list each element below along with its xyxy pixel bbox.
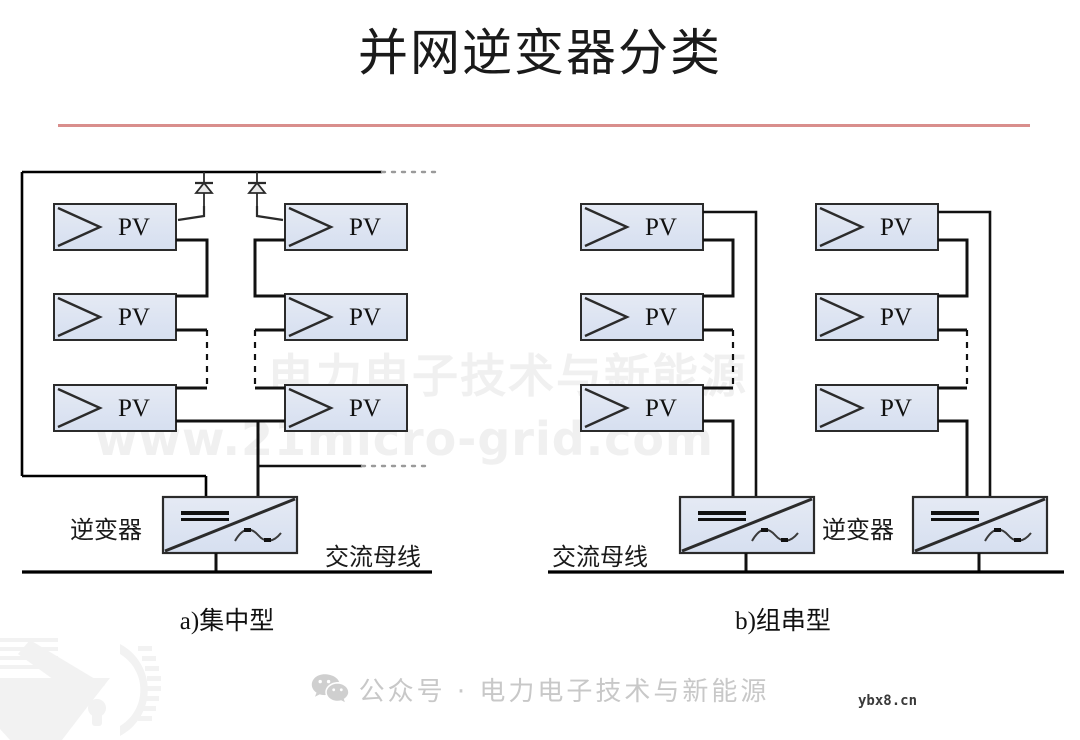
inverter-label: 逆变器 xyxy=(822,517,894,544)
diagram-caption: a)集中型 xyxy=(180,607,274,635)
inverter-symbol[interactable] xyxy=(678,495,816,555)
pv-module[interactable]: PV xyxy=(52,202,178,252)
pv-module[interactable]: PV xyxy=(283,383,409,433)
title-divider xyxy=(58,124,1030,127)
ac-bus-label: 交流母线 xyxy=(325,544,421,571)
diode-2-lead xyxy=(255,206,284,222)
pv-module[interactable]: PV xyxy=(579,202,705,252)
pv-label: PV xyxy=(349,214,381,241)
pv-label: PV xyxy=(349,395,381,422)
pv-label: PV xyxy=(880,395,912,422)
pv-label: PV xyxy=(645,395,677,422)
footer-label: 公众号 · 电力电子技术与新能源 xyxy=(358,676,770,707)
string1-outer-riser xyxy=(703,210,758,497)
pv-module[interactable]: PV xyxy=(579,292,705,342)
string1-series-link-1-2 xyxy=(703,238,735,298)
pv-label: PV xyxy=(118,214,150,241)
pv-label: PV xyxy=(645,304,677,331)
pv-module[interactable]: PV xyxy=(579,383,705,433)
corner-watermark-graphic xyxy=(0,638,161,740)
blocking-diode-2 xyxy=(246,170,268,208)
string2-inverter-feed xyxy=(938,419,969,497)
blocking-diode-1 xyxy=(193,170,215,208)
series-link-right-1-2 xyxy=(253,238,285,298)
pv-label: PV xyxy=(118,304,150,331)
wechat-icon xyxy=(311,674,348,703)
page-title: 并网逆变器分类 xyxy=(358,25,722,81)
pv-module[interactable]: PV xyxy=(814,383,940,433)
inverter-label: 逆变器 xyxy=(70,517,142,544)
pv-label: PV xyxy=(880,214,912,241)
tiny-watermark: ybx8.cn xyxy=(858,693,918,709)
diagram-centralized: PV PV PV PV PV PV xyxy=(20,170,444,635)
diagram-string: PV PV PV xyxy=(548,202,1064,635)
string1-inverter-feed xyxy=(703,419,735,497)
pv-label: PV xyxy=(349,304,381,331)
inverter-symbol[interactable] xyxy=(161,495,299,555)
inverter-symbol[interactable] xyxy=(911,495,1049,555)
footer: 公众号 · 电力电子技术与新能源 xyxy=(0,664,1080,714)
pv-module[interactable]: PV xyxy=(52,383,178,433)
pv-module[interactable]: PV xyxy=(814,292,940,342)
series-link-left-1-2 xyxy=(176,238,209,298)
diagram-caption: b)组串型 xyxy=(735,607,831,635)
pv-module[interactable]: PV xyxy=(283,292,409,342)
string2-series-link-1-2 xyxy=(938,238,969,298)
pv-module[interactable]: PV xyxy=(283,202,409,252)
pv-module[interactable]: PV xyxy=(52,292,178,342)
diode-1-lead xyxy=(177,206,206,222)
pv-module[interactable]: PV xyxy=(814,202,940,252)
string2-outer-riser xyxy=(938,210,992,497)
pv-label: PV xyxy=(118,395,150,422)
pv-label: PV xyxy=(880,304,912,331)
ac-bus-label: 交流母线 xyxy=(552,544,648,571)
pv-label: PV xyxy=(645,214,677,241)
